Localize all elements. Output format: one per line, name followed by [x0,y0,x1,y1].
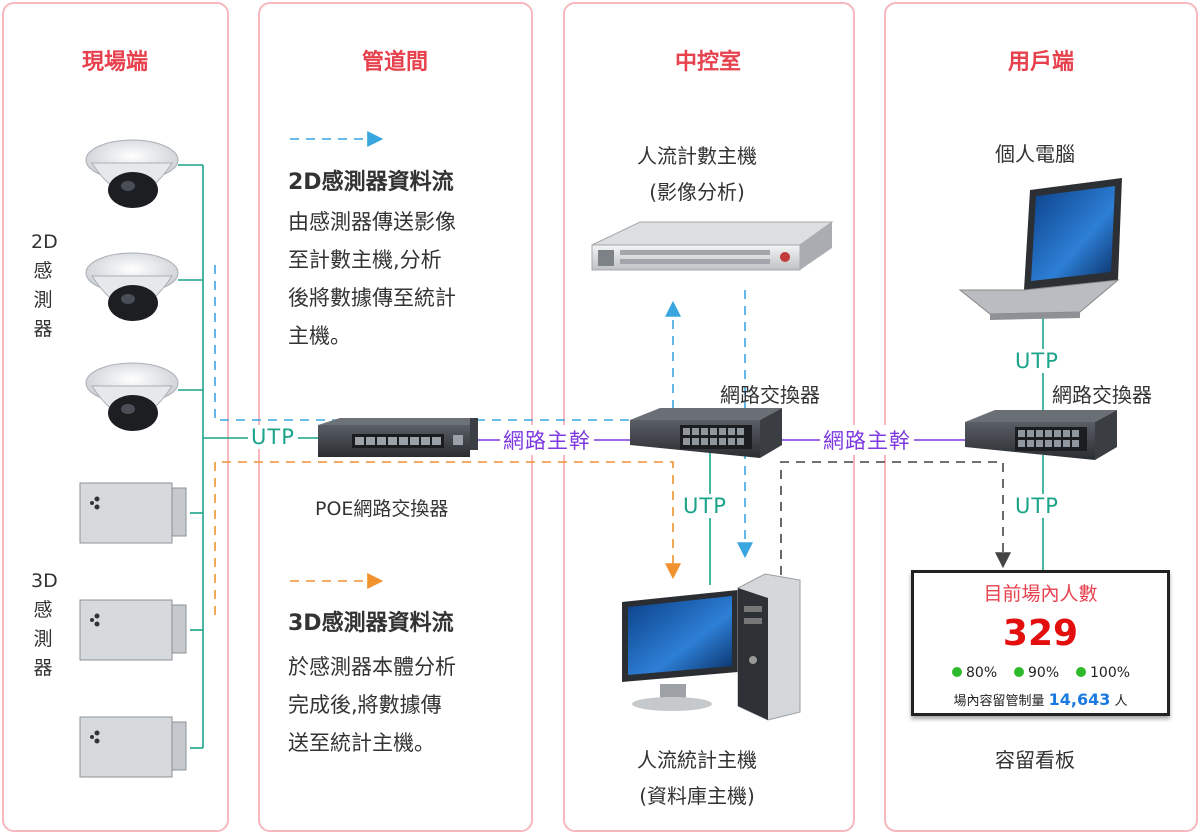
flow-3d-title: 3D感測器資料流 [288,611,454,636]
camera-2d-3 [85,362,179,431]
sensor-3d-3 [79,716,187,778]
stats-host-computer [622,573,801,721]
sensor-3d-2 [79,599,187,661]
occupancy-board: 目前場內人數 329 80% 90% 100% 場內容留管制量 14,643 人 [911,570,1170,716]
board-label: 容留看板 [995,748,1075,772]
board-capacity: 場內容留管制量 14,643 人 [953,690,1128,709]
camera-2d-2 [85,252,179,321]
control-switch-label: 網路交換器 [720,383,820,407]
status-dot-icon [952,667,962,677]
poe-switch [318,418,478,457]
stats-host-label: 人流統計主機 (資料庫主機) [637,748,757,808]
level-100: 100% [1076,665,1130,681]
level-80: 80% [952,665,997,681]
board-count: 329 [1002,613,1079,654]
sensor-3d-1 [79,482,187,544]
trunk-label-right: 網路主幹 [820,425,914,455]
user-switch [965,410,1117,460]
control-switch [630,408,782,458]
status-dot-icon [1076,667,1086,677]
poe-switch-label: POE網路交換器 [315,498,449,520]
flow-3d-lines [214,461,681,615]
flow-3d-description: 於感測器本體分析 完成後,將數據傳 送至統計主機。 [288,655,456,755]
counting-host-label: 人流計數主機 (影像分析) [637,144,757,204]
panel-title-control: 中控室 [674,50,741,75]
flow-board-line [780,461,1011,575]
panel-title-site: 現場端 [81,50,148,75]
status-dot-icon [1014,667,1024,677]
panel-title-pipe: 管道間 [361,50,428,75]
counting-host-server [591,221,834,271]
utp-label-user-top: UTP [1012,349,1062,373]
panel-title-user: 用戶端 [1007,50,1074,75]
utp-label-site: UTP [248,425,298,449]
flow-2d-title: 2D感測器資料流 [288,170,454,195]
panel-pipe [258,2,533,832]
flow-2d-description: 由感測器傳送影像 至計數主機,分析 後將數據傳至統計 主機。 [288,210,456,348]
utp-label-control: UTP [680,494,730,518]
level-90: 90% [1014,665,1059,681]
pc-label: 個人電腦 [995,142,1075,166]
board-title: 目前場內人數 [983,583,1098,605]
trunk-label-left: 網路主幹 [500,425,594,455]
camera-2d-1 [85,139,179,208]
user-switch-label: 網路交換器 [1052,383,1152,407]
utp-label-user-bottom: UTP [1012,494,1062,518]
pc-laptop [958,178,1122,320]
